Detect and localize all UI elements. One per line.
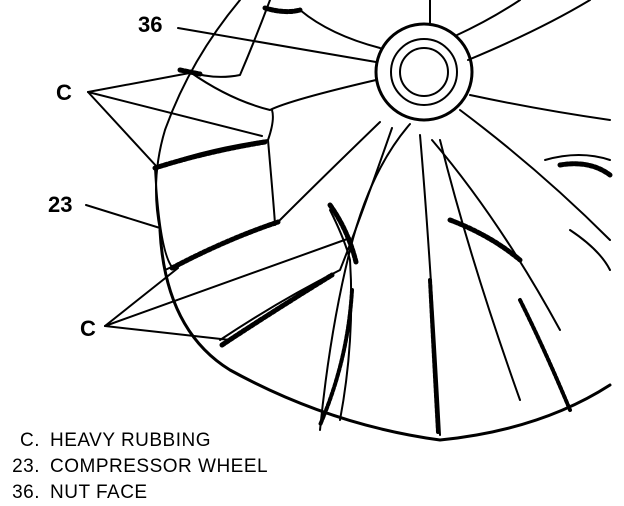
rubbing-mark [557,161,613,178]
legend: C. HEAVY RUBBING 23. COMPRESSOR WHEEL 36… [2,428,402,506]
rubbing-mark [152,139,268,171]
blade [267,139,276,226]
wheel-outer-rim [158,228,612,442]
blade [544,154,611,161]
rubbing-mark [518,298,572,412]
rubbing-mark [169,219,281,271]
rubbing-mark [318,288,354,427]
rubbing-mark [262,5,303,15]
legend-key: 36. [12,482,40,503]
blade [329,209,353,421]
blade [569,229,611,271]
legend-row: 36. NUT FACE [2,480,402,506]
blade-leading-edge [154,109,274,169]
leader-line-c-top [87,91,159,169]
leader-line-36 [177,27,377,63]
legend-key: C. [20,430,40,451]
nut-face-outer [374,22,474,122]
callout-c-bottom: C [80,316,96,341]
leader-line-c-bottom [104,267,179,327]
nut-face-inner [399,47,449,97]
legend-row: 23. COMPRESSOR WHEEL [2,454,402,480]
blade [459,109,611,241]
rubbing-mark [219,272,335,348]
legend-text: COMPRESSOR WHEEL [50,456,269,477]
rubbing-mark [327,202,359,265]
blade [189,0,271,78]
leader-line-c-top [87,71,196,93]
blade [189,71,377,111]
nut-face-middle [390,38,458,106]
wheel-left-edge [155,0,241,231]
blade [467,0,591,61]
blade [454,0,521,37]
legend-text: NUT FACE [50,482,148,503]
callout-c-top: C [56,80,72,105]
blade [299,9,381,49]
leader-line-c-bottom [104,237,351,327]
legend-text: HEAVY RUBBING [50,430,212,451]
leader-line-23 [85,204,161,229]
leader-line-c-bottom [104,325,231,341]
blade [431,139,561,331]
rubbing-mark [428,278,440,434]
callout-23: 23 [48,192,72,217]
legend-row: C. HEAVY RUBBING [2,428,402,454]
callout-36: 36 [138,12,162,37]
blade [439,139,521,401]
legend-key: 23. [12,456,40,477]
blade [319,123,411,431]
rubbing-mark [447,217,523,263]
leader-line-c-top [87,91,263,137]
blade [469,94,611,121]
